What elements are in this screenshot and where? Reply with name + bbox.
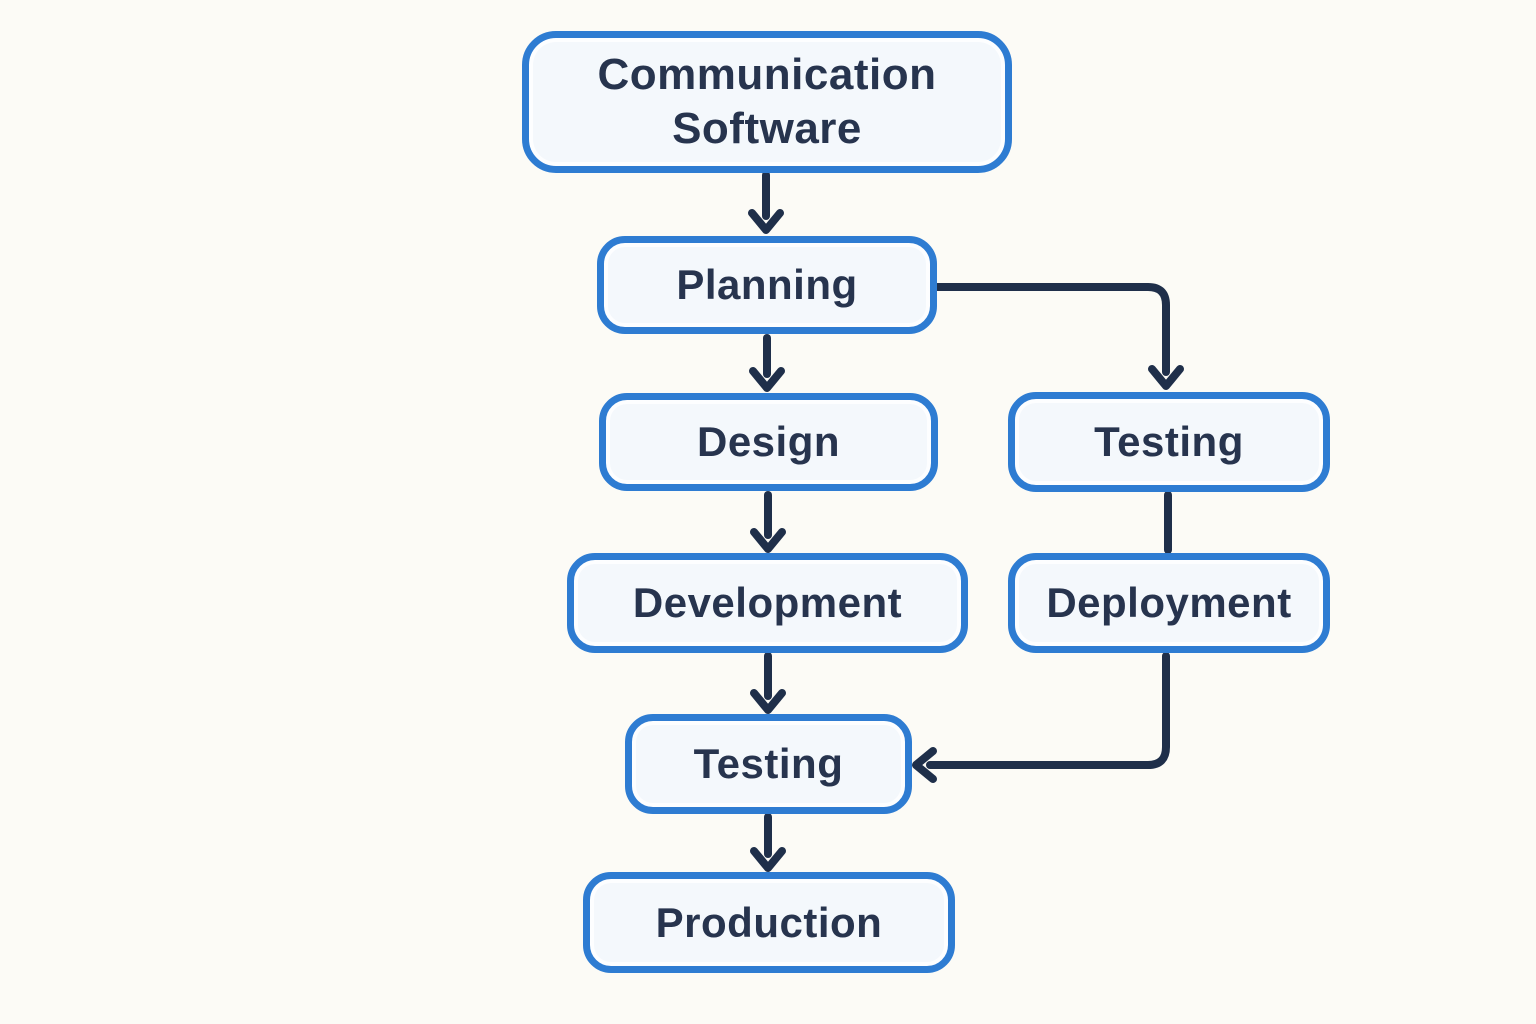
node-label: Deployment [1046,579,1292,627]
node-design: Design [599,393,938,491]
node-label: Design [696,418,841,466]
node-label: Testing [693,740,844,788]
node-label: Production [655,898,883,946]
node-production: Production [583,872,955,973]
edge-planning-testing-branch [932,283,1184,390]
node-deployment: Deployment [1008,553,1330,653]
node-testing-main: Testing [625,714,912,814]
node-label: Development [632,579,903,627]
node-label: Testing [1094,418,1244,466]
edge-deployment-testing-main [912,652,1170,783]
node-communication-software: Communication Software [522,31,1012,173]
node-label: Communication Software [597,50,937,153]
node-development: Development [567,553,968,653]
node-planning: Planning [597,236,937,334]
node-label: Planning [676,261,858,309]
node-testing-branch: Testing [1008,392,1330,492]
